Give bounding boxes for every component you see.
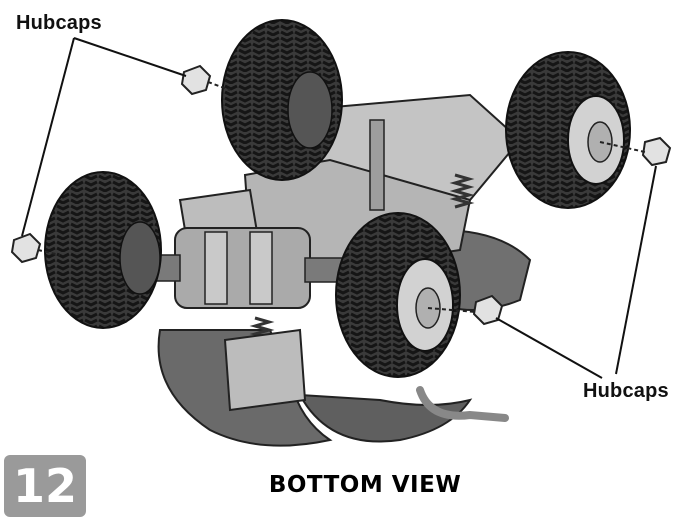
hubcap-left	[10, 232, 61, 264]
leader-bottom-right-1	[615, 165, 657, 375]
frame-rail	[369, 119, 385, 211]
hubcap-right	[599, 136, 672, 167]
leader-top-left-2	[21, 37, 75, 237]
leader-bottom-right-2	[495, 317, 603, 379]
leader-top-left-1	[73, 37, 187, 77]
wheel-left	[44, 171, 162, 329]
right-fender	[298, 393, 473, 443]
pedal-bar	[416, 386, 509, 422]
wheel-top-left	[221, 19, 343, 181]
hubcaps-label-bottom-right: Hubcaps	[583, 380, 669, 402]
callout-leader-lines	[21, 37, 657, 379]
hubcaps-label-top-left: Hubcaps	[16, 12, 102, 34]
step-number-badge: 12	[4, 455, 86, 517]
view-caption: BOTTOM VIEW	[268, 472, 462, 498]
rear-housing	[223, 328, 307, 412]
wheel-top-right	[505, 51, 631, 209]
wheel-front-right	[335, 212, 461, 378]
hubcap-top-left	[180, 64, 231, 96]
